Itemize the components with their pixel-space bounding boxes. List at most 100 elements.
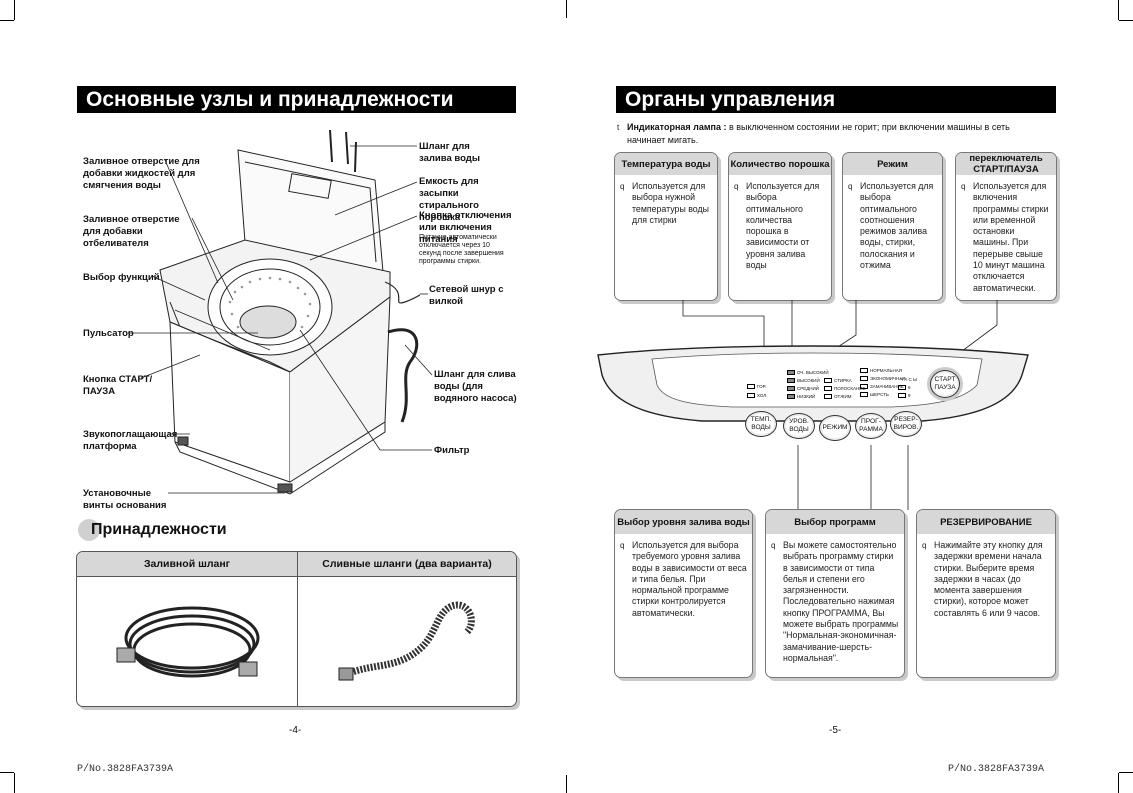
indicator-label: Индикаторная лампа : (627, 122, 727, 132)
water-temp-button[interactable]: ТЕМП. ВОДЫ (745, 411, 777, 437)
box-reservation: РЕЗЕРВИРОВАНИЕ q Нажимайте эту кнопку для… (916, 509, 1056, 678)
right-page-number: -5- (829, 725, 842, 736)
washing-machine-illustration (159, 129, 420, 495)
led-label: ШЕРСТЬ (870, 392, 889, 397)
accessories-table: Заливной шланг Сливные шланги (два вариа… (76, 551, 517, 707)
crop-mark (1118, 773, 1119, 793)
program-led-soak: ЗАМАЧИВАНИЕ (860, 384, 904, 390)
mode-led-rinse: ПОЛОСКАНИЕ (824, 386, 866, 392)
crop-mark (0, 20, 14, 21)
box-water-temperature: Температура воды q Используется для выбор… (614, 152, 718, 301)
inlet-hose-illustration (116, 606, 260, 678)
led-label: ВЫСОКИЙ (797, 378, 820, 383)
led-label: 9 (908, 393, 911, 398)
led-label: ОЧ. ВЫСОКИЙ (797, 370, 829, 375)
callout-base-screws: Установочные винты основания (83, 488, 167, 511)
callout-filter: Фильтр (434, 445, 470, 456)
box-title: Количество порошка (729, 153, 831, 175)
reserve-led-6: 6 (898, 385, 911, 391)
bullet: q (771, 541, 776, 550)
mode-button[interactable]: РЕЖИМ (819, 415, 851, 441)
program-led-economy: ЭКОНОМИЧНАЯ (860, 376, 906, 382)
mode-led-spin: ОТЖИМ (824, 394, 852, 400)
right-part-number: P/No.3828FA3739A (948, 764, 1045, 775)
bullet: q (961, 182, 966, 191)
crop-mark (566, 0, 567, 18)
accessory-inlet-hose-header: Заливной шланг (77, 552, 298, 577)
crop-mark (566, 775, 567, 793)
led-label: ЗАМАЧИВАНИЕ (870, 384, 904, 389)
water-level-button[interactable]: УРОВ. ВОДЫ (783, 413, 815, 439)
led-label: ЭКОНОМИЧНАЯ (870, 376, 906, 381)
bullet: q (620, 182, 625, 191)
panel-connector-lines (682, 300, 998, 510)
callout-drain-hose: Шланг для слива воды (для водяного насос… (434, 369, 517, 404)
temp-led-hot: ГОР. (747, 384, 767, 390)
right-page-title: Органы управления (616, 86, 1056, 113)
left-page-number: -4- (289, 725, 302, 736)
box-title: Режим (843, 153, 942, 175)
indicator-text: в выключенном состоянии не горит; при вк… (627, 122, 1010, 145)
program-led-normal: НОРМАЛЬНАЯ (860, 368, 902, 374)
led-label: 6 (908, 385, 911, 390)
box-detergent-amount: Количество порошка q Используется для выб… (728, 152, 832, 301)
bullet: q (620, 541, 625, 550)
crop-mark (1119, 20, 1133, 21)
crop-mark (1118, 0, 1119, 20)
box-title: переключатель СТАРТ/ПАУЗА (956, 153, 1056, 175)
box-mode: Режим q Используется для выбора оптимальн… (842, 152, 943, 301)
box-title: РЕЗЕРВИРОВАНИЕ (917, 510, 1055, 534)
led-label: ОТЖИМ (834, 394, 852, 399)
callout-power-button: Кнопка отключения или включения питания (419, 210, 512, 245)
crop-mark (0, 772, 14, 773)
drain-hose-illustration (338, 601, 475, 681)
reserve-led-9: 9 (898, 393, 911, 399)
crop-mark (14, 0, 15, 20)
box-text: Используется для выбора оптимального соо… (860, 181, 934, 271)
box-text: Используется для выбора оптимального кол… (746, 181, 820, 271)
start-pause-button[interactable]: СТАРТ ПАУЗА (930, 370, 960, 398)
level-led-medium: СРЕДНИЙ (787, 386, 820, 392)
callout-function-select: Выбор функций (83, 272, 160, 283)
led-label: НИЗКИЙ (797, 394, 816, 399)
callout-inlet-hose: Шланг для залива воды (419, 141, 480, 164)
temp-led-cold: ХОЛ. (747, 393, 768, 399)
callout-detergent-box: Емкость для засыпки стирального порошка (419, 176, 479, 223)
leader-lines (128, 145, 433, 494)
callout-platform: Звукопоглащающая платформа (83, 429, 178, 452)
level-led-very-high: ОЧ. ВЫСОКИЙ (787, 370, 829, 376)
box-text: Используется для выбора нужной температу… (632, 181, 709, 225)
bullet: q (734, 182, 739, 191)
accessories-heading: Принадлежности (91, 521, 227, 538)
accessories-heading-decoration (78, 519, 100, 541)
callout-start-button: Кнопка СТАРТ/ПАУЗА (83, 374, 153, 397)
led-label: ГОР. (757, 384, 767, 389)
box-title: Выбор уровня залива воды (615, 510, 752, 534)
box-water-level: Выбор уровня залива воды q Используется д… (614, 509, 753, 678)
led-label: СТИРКА (834, 378, 852, 383)
left-page-title: Основные узлы и принадлежности (77, 86, 516, 113)
callout-pulsator: Пульсатор (83, 328, 134, 339)
box-text: Используется для выбора требуемого уровн… (632, 540, 747, 618)
led-label: ПОЛОСКАНИЕ (834, 386, 866, 391)
reserve-button[interactable]: РЕЗЕР- ВИРОВ. (890, 411, 922, 437)
reserve-label: Ч А С Ы (900, 377, 917, 382)
callout-bleach-inlet: Заливное отверстие для добавки отбеливат… (83, 214, 180, 249)
bullet: q (922, 541, 927, 550)
level-led-low: НИЗКИЙ (787, 394, 816, 400)
box-text: Вы можете самостоятельно выбрать програм… (783, 540, 899, 663)
table-divider (297, 576, 298, 706)
program-button[interactable]: ПРОГ- РАММА (855, 413, 887, 439)
led-label: СРЕДНИЙ (797, 386, 820, 391)
accessory-drain-hose-header: Сливные шланги (два варианта) (298, 552, 516, 577)
led-label: НОРМАЛЬНАЯ (870, 368, 902, 373)
callout-power-cord: Сетевой шнур с вилкой (429, 284, 504, 307)
indicator-description: Индикаторная лампа : в выключенном состо… (627, 121, 1047, 147)
box-title: Температура воды (615, 153, 717, 175)
led-label: ХОЛ. (757, 393, 768, 398)
box-text: Нажимайте эту кнопку для задержки времен… (934, 540, 1043, 618)
bullet: q (848, 182, 853, 191)
level-led-high: ВЫСОКИЙ (787, 378, 820, 384)
